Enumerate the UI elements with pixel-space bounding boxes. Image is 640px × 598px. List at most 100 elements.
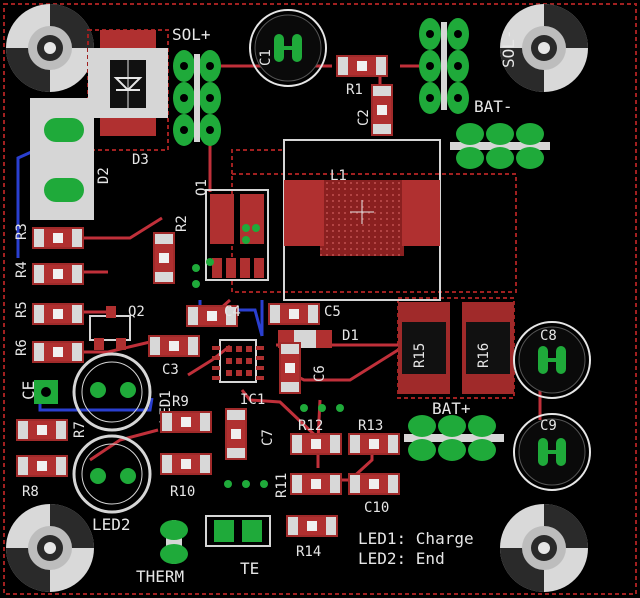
ic1-outline <box>219 339 257 383</box>
bat-plus-pad-4 <box>408 439 436 461</box>
d1-pad-2 <box>316 330 332 348</box>
r15-body <box>402 322 446 374</box>
r7-resistor <box>16 419 68 441</box>
c6-capacitor <box>279 342 301 394</box>
bat-plus-bar <box>404 434 504 442</box>
r12-resistor <box>290 433 342 455</box>
led2-inner <box>81 443 143 505</box>
label-r15: R15 <box>412 343 428 368</box>
label-c3: C3 <box>162 362 179 378</box>
led2-pad-2 <box>120 468 136 484</box>
label-q1: Q1 <box>194 179 210 196</box>
bat-plus-pad-3 <box>468 415 496 437</box>
led2-pad-1 <box>90 468 106 484</box>
label-r12: R12 <box>298 418 323 434</box>
sol-minus-pad-1 <box>419 18 441 50</box>
label-c10: C10 <box>364 500 389 516</box>
q2-pin-top <box>106 306 116 318</box>
label-c4: C4 <box>224 304 241 320</box>
l1-pad-left <box>284 180 324 246</box>
r2-resistor <box>153 232 175 284</box>
label-r13: R13 <box>358 418 383 434</box>
led1-outline <box>72 352 152 432</box>
c10-capacitor <box>348 473 400 495</box>
r1-resistor <box>336 55 388 77</box>
label-led2: LED2 <box>92 515 131 534</box>
label-c2: C2 <box>356 109 372 126</box>
label-d3: D3 <box>132 152 149 168</box>
label-r9: R9 <box>172 394 189 410</box>
label-r10: R10 <box>170 484 195 500</box>
r13-resistor <box>348 433 400 455</box>
bat-minus-pad-1 <box>456 123 484 145</box>
bat-plus-pad-1 <box>408 415 436 437</box>
r11-resistor <box>290 473 342 495</box>
label-r8: R8 <box>22 484 39 500</box>
label-bat-minus: BAT- <box>474 97 513 116</box>
label-c9: C9 <box>540 418 557 434</box>
label-ic1: IC1 <box>240 392 265 408</box>
d3-top-pad <box>100 30 156 48</box>
label-r1: R1 <box>346 82 363 98</box>
therm-pad-1 <box>160 520 188 540</box>
te-outline <box>205 515 271 547</box>
r4-resistor <box>32 263 84 285</box>
te-pad-2 <box>242 520 262 542</box>
bat-minus-pad-2 <box>486 123 514 145</box>
label-d2: D2 <box>96 167 112 184</box>
r3-resistor <box>32 227 84 249</box>
sol-plus-bar <box>194 54 200 142</box>
legend-led1: LED1: Charge <box>358 529 474 548</box>
sol-minus-bar <box>441 22 447 110</box>
sol-plus-pad-4 <box>199 82 221 114</box>
q2-pin-left <box>94 338 104 350</box>
q1-outline <box>205 189 269 281</box>
label-r6: R6 <box>14 339 30 356</box>
sol-minus-pad-4 <box>447 50 469 82</box>
sol-plus-pad-5 <box>173 114 195 146</box>
sol-minus-pad-6 <box>447 82 469 114</box>
label-ce: CE <box>19 381 38 400</box>
sol-minus-pad-3 <box>419 50 441 82</box>
therm-pad-2 <box>160 544 188 564</box>
led1-pad-1 <box>90 382 106 398</box>
label-c1: C1 <box>258 49 274 66</box>
label-bat-plus: BAT+ <box>432 399 471 418</box>
r8-resistor <box>16 455 68 477</box>
r10-resistor <box>160 453 212 475</box>
label-c8: C8 <box>540 328 557 344</box>
board-outline <box>3 3 637 595</box>
label-r14: R14 <box>296 544 321 560</box>
te-pad-1 <box>214 520 234 542</box>
bat-minus-pad-5 <box>486 147 514 169</box>
r9-resistor <box>160 411 212 433</box>
bat-minus-pad-3 <box>516 123 544 145</box>
q1-pin-1 <box>212 258 222 278</box>
label-r3: R3 <box>14 223 30 240</box>
label-r7: R7 <box>72 421 88 438</box>
bat-plus-pad-2 <box>438 415 466 437</box>
d2-pad-2 <box>44 178 84 202</box>
q1-pin-4 <box>254 258 264 278</box>
label-r4: R4 <box>14 261 30 278</box>
d2-pad-1 <box>44 118 84 142</box>
ic1-pads <box>212 346 264 380</box>
c5-capacitor <box>268 303 320 325</box>
r6-resistor <box>32 341 84 363</box>
c7-capacitor <box>225 408 247 460</box>
label-l1: L1 <box>330 168 347 184</box>
label-c7: C7 <box>260 429 276 446</box>
label-sol-minus: SOL- <box>499 29 518 68</box>
sol-plus-pad-1 <box>173 50 195 82</box>
bat-minus-pad-6 <box>516 147 544 169</box>
bat-minus-pad-4 <box>456 147 484 169</box>
label-r11: R11 <box>274 473 290 498</box>
r5-resistor <box>32 303 84 325</box>
sol-plus-pad-3 <box>173 82 195 114</box>
r16-body <box>466 322 510 374</box>
label-r5: R5 <box>14 301 30 318</box>
q1-pin-2 <box>226 258 236 278</box>
mounting-hole-bottom-left <box>6 504 94 592</box>
label-therm: THERM <box>136 567 184 586</box>
